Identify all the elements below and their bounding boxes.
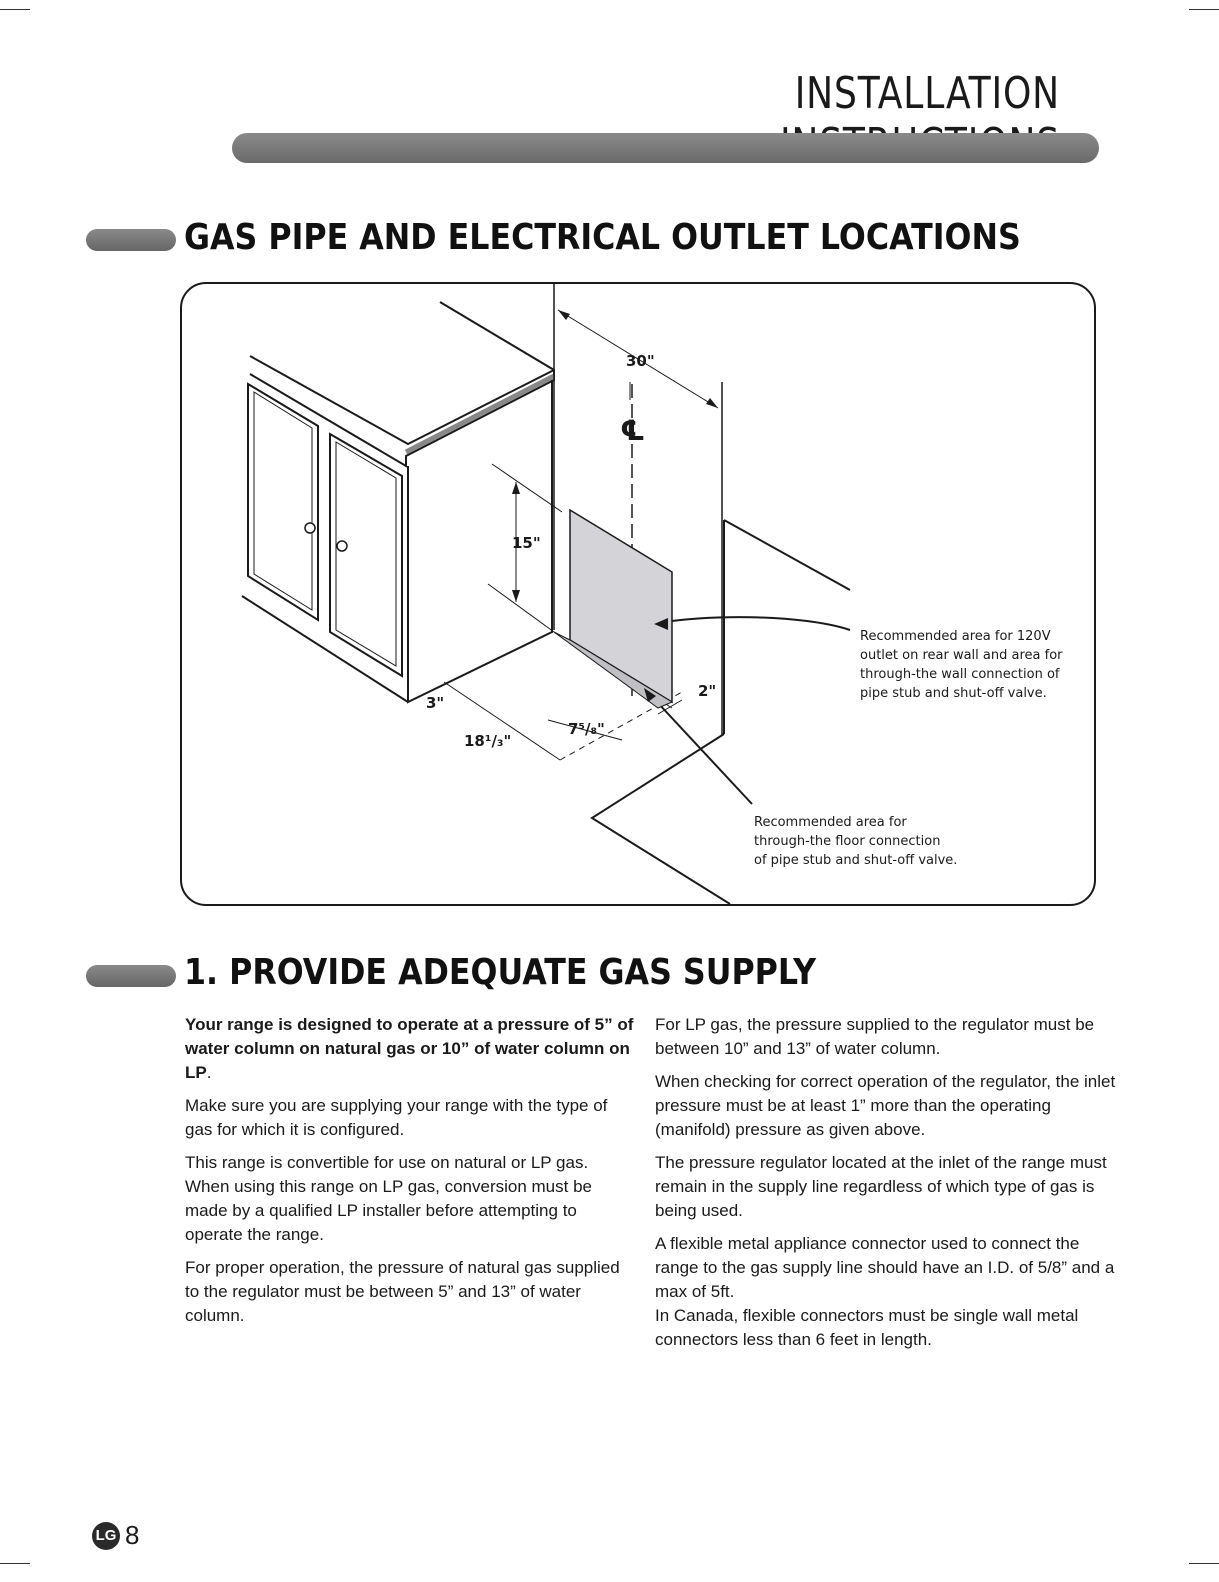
dim-floor-depth	[443, 681, 561, 761]
cabinet-top-shade	[404, 373, 556, 455]
dim-label-7: 7⁵/₈"	[568, 720, 605, 738]
section-heading-gas-supply: 1. PROVIDE ADEQUATE GAS SUPPLY	[184, 952, 817, 993]
page-number: 8	[125, 1520, 140, 1550]
text-column-left: Your range is designed to operate at a p…	[185, 1013, 637, 1337]
door-knob-left	[304, 522, 316, 534]
paragraph: The pressure regulator located at the in…	[655, 1153, 1107, 1220]
cabinet-top	[249, 301, 555, 468]
paragraph: For proper operation, the pressure of na…	[185, 1258, 620, 1325]
dim-label-30: 30"	[626, 352, 655, 370]
crop-mark-bottom-left	[0, 1563, 30, 1564]
dim-floor-width	[547, 719, 623, 741]
callout-wall-line: Recommended area for 120V	[860, 629, 1051, 644]
door-inner-left	[253, 391, 313, 611]
dim-15-top	[491, 463, 563, 513]
floor-diag	[559, 691, 683, 761]
dim-15-bottom	[487, 583, 555, 633]
callout-arrow-floor	[643, 687, 753, 805]
crop-mark-top-right	[1189, 9, 1219, 10]
paragraph-tail: .	[206, 1063, 212, 1082]
crop-mark-bottom-right	[1189, 1563, 1219, 1564]
callout-wall-line: outlet on rear wall and area for	[860, 648, 1063, 663]
section-marker	[86, 229, 176, 251]
centerline-label: ℄	[620, 414, 645, 447]
cabinet-top-front	[249, 355, 555, 446]
section-heading-gas-pipe: GAS PIPE AND ELECTRICAL OUTLET LOCATIONS	[184, 217, 1021, 258]
cabinet-left-edge	[241, 595, 409, 703]
door-inner-right	[335, 441, 397, 667]
text-column-right: For LP gas, the pressure supplied to the…	[655, 1013, 1125, 1361]
installation-diagram: 30" ℄ 15" 3" 18¹/₃" 7⁵/₈" 2" Recommended…	[180, 282, 1096, 906]
emphasis-text: Your range is designed to operate at a p…	[185, 1015, 634, 1082]
dim-label-18: 18¹/₃"	[464, 732, 511, 750]
door-knob-right	[336, 540, 348, 552]
section-marker	[86, 965, 176, 987]
paragraph: In Canada, flexible connectors must be s…	[655, 1306, 1079, 1349]
cabinet-front-edge	[407, 380, 553, 704]
paragraph: When checking for correct operation of t…	[655, 1072, 1116, 1139]
paragraph: A flexible metal appliance connector use…	[655, 1234, 1115, 1301]
dim-label-3: 3"	[426, 694, 444, 712]
callout-wall-text: Recommended area for 120V outlet on rear…	[860, 629, 1063, 701]
paragraph: For LP gas, the pressure supplied to the…	[655, 1015, 1095, 1058]
paragraph: Make sure you are supplying your range w…	[185, 1096, 608, 1139]
wall-right-top	[723, 519, 851, 591]
paragraph: Your range is designed to operate at a p…	[185, 1013, 637, 1085]
header-bar	[232, 133, 1099, 163]
callout-floor-line: Recommended area for	[754, 815, 907, 830]
callout-floor-line: of pipe stub and shut-off valve.	[754, 853, 957, 868]
paragraph: This range is convertible for use on nat…	[185, 1153, 592, 1244]
lg-logo-icon: LG	[92, 1522, 120, 1550]
floor-area	[553, 631, 674, 709]
diagram-drawing: 30" ℄ 15" 3" 18¹/₃" 7⁵/₈" 2" Recommended…	[241, 284, 1063, 904]
callout-wall-line: pipe stub and shut-off valve.	[860, 686, 1047, 701]
cabinet-door-right	[329, 432, 403, 678]
callout-floor-line: through-the floor connection	[754, 834, 940, 849]
crop-mark-top-left	[0, 9, 30, 10]
callout-wall-line: through-the wall connection of	[860, 667, 1060, 682]
callout-floor-text: Recommended area for through-the floor c…	[754, 815, 957, 868]
callout-arrow-wall	[653, 616, 851, 631]
floor-edge	[590, 733, 731, 904]
dim-label-15: 15"	[512, 534, 541, 552]
cabinet-door-left	[247, 382, 319, 622]
dim-30-line	[557, 309, 719, 409]
dim-label-2: 2"	[698, 682, 716, 700]
